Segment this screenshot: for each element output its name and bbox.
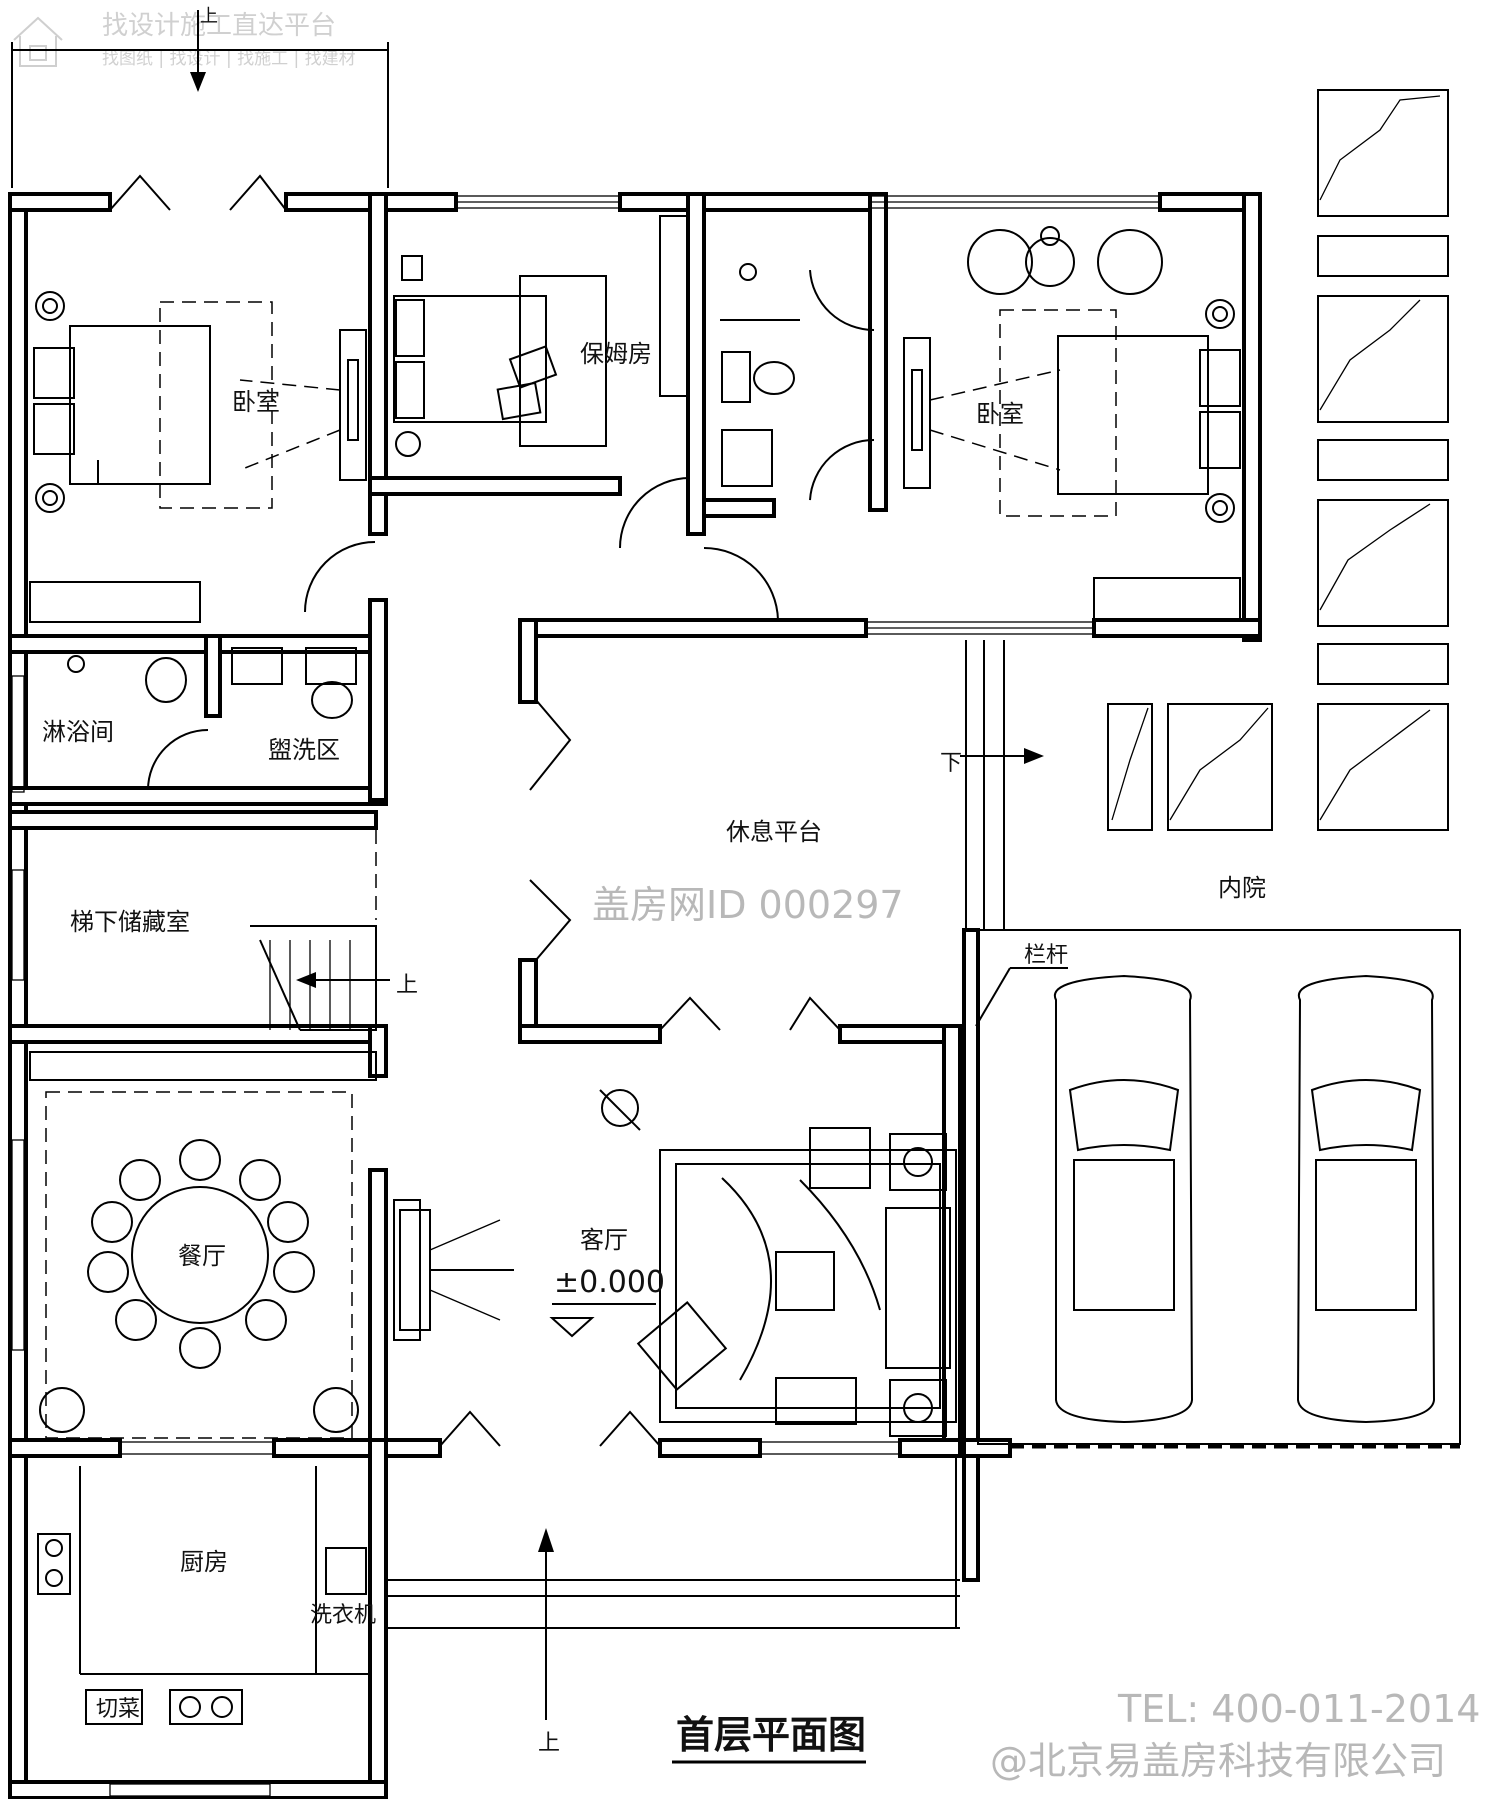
label-railing: 栏杆 [1024,943,1068,968]
nanny-room: 保姆房 [393,215,689,457]
logo-links: 找图纸 | 找设计 | 找施工 | 找建材 [102,49,356,69]
room-label-bedroom-right: 卧室 [976,400,1024,428]
shower-wash: 淋浴间 盥洗区 [42,647,357,764]
room-label-storage: 梯下储藏室 [70,908,190,936]
living-room: 客厅 ±0.000 上 [393,1089,957,1756]
doors [109,174,875,1447]
up-arrow-stair-label: 上 [396,973,418,998]
top-entry: 上 [11,6,389,188]
room-label-shower: 淋浴间 [42,718,114,746]
upper-bathroom [720,263,800,487]
storage-stair: 上 梯下储藏室 [70,830,418,1031]
up-arrow-top-label: 上 [200,6,218,27]
label-chop: 切菜 [96,1697,140,1722]
bedroom-left: 卧室 [29,291,367,623]
dining-room: 餐厅 [29,1051,377,1439]
footer-company: @北京易盖房科技有限公司 [990,1739,1446,1783]
kitchen: 厨房 洗衣机 切菜 [37,1466,376,1725]
room-label-kitchen: 厨房 [180,1548,228,1576]
logo: 找设计施工直达平台 找图纸 | 找设计 | 找施工 | 找建材 [13,11,356,69]
room-label-rest-platform: 休息平台 [726,818,822,846]
bedroom-right: 卧室 [903,226,1241,621]
windows [11,195,1161,1797]
label-washer: 洗衣机 [310,1603,376,1628]
room-label-wash-area: 盥洗区 [268,736,340,764]
down-arrow-label: 下 [940,751,962,776]
room-label-inner-courtyard: 内院 [1218,874,1266,902]
room-label-living: 客厅 [580,1226,628,1254]
footer-tel: TEL: 400-011-2014 [1117,1687,1480,1731]
watermark-id: 盖房网ID 000297 [592,883,904,927]
logo-title: 找设计施工直达平台 [102,11,336,41]
rest-platform: 休息平台 下 [726,640,1044,930]
room-label-bedroom-left: 卧室 [232,388,280,416]
inner-courtyard: 内院 栏杆 [975,89,1461,1449]
up-arrow-bottom-label: 上 [538,1731,560,1756]
room-label-nanny: 保姆房 [580,340,652,368]
walls [8,192,1262,1799]
plan-title: 首层平面图 [676,1713,866,1757]
room-label-dining: 餐厅 [178,1242,226,1270]
elevation-label: ±0.000 [554,1265,665,1300]
